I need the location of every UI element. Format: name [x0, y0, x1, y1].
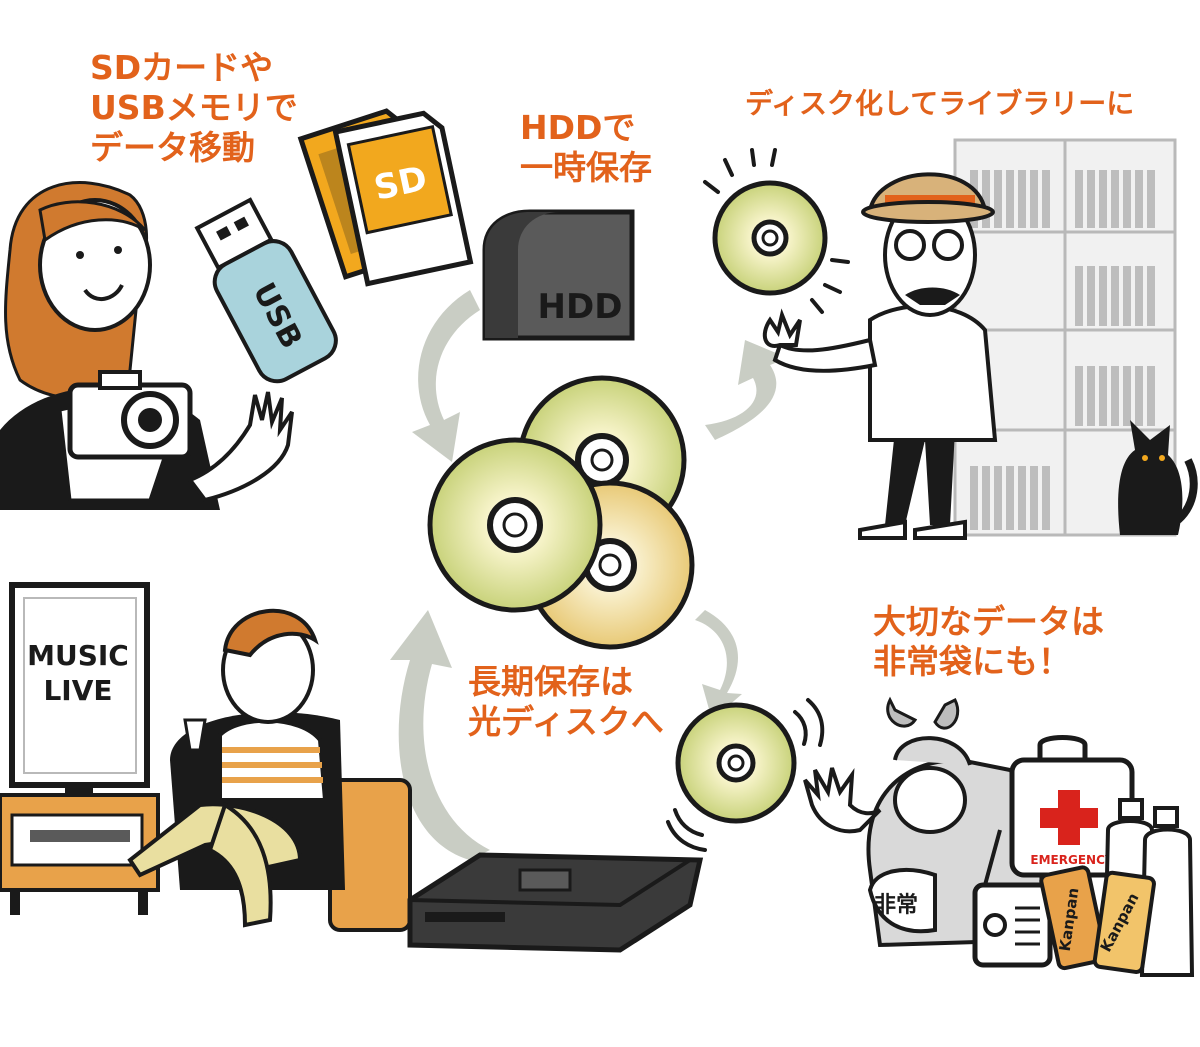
shirt [868, 304, 998, 442]
recorder-icon [407, 852, 704, 953]
optical-disc-icon [675, 702, 797, 824]
man-in-armchair [127, 608, 412, 932]
tv-stand [0, 793, 160, 915]
kit-label: EMERGENCY [1030, 853, 1113, 867]
caption-line: 光ディスクへ [468, 702, 664, 741]
caption-line: USBメモリで [90, 88, 298, 127]
optical-disc-icon [712, 180, 828, 296]
caption-library: ディスク化してライブラリーに [745, 84, 1134, 124]
usb-stick-icon: USB [194, 197, 338, 384]
arrow-hdd-to-discs [412, 290, 480, 462]
cat-icon [1118, 420, 1198, 535]
caption-line: 大切なデータは [873, 602, 1104, 641]
arrow-recorder-to-discs [390, 610, 490, 860]
optical-disc-icon [427, 437, 603, 613]
tv-icon: MUSIC LIVE [9, 582, 150, 797]
flow-arrows [390, 290, 788, 860]
camera-icon [67, 370, 193, 460]
hdd-label: HDD [538, 287, 623, 327]
caption-line: SDカードや [90, 48, 274, 87]
radio-icon [972, 829, 1053, 968]
hdd-icon: HDD [482, 209, 635, 341]
caption-longterm: 長期保存は 光ディスクへ [468, 662, 664, 742]
caption-emergency: 大切なデータは 非常袋にも！ [873, 602, 1104, 682]
bag-tag: 非常 [874, 892, 918, 918]
caption-line: 一時保存 [520, 148, 652, 187]
motion-lines [703, 148, 850, 314]
face [38, 198, 152, 332]
hair [222, 608, 319, 658]
man-with-hat [762, 172, 998, 540]
first-aid-kit-icon: EMERGENCY [1009, 735, 1135, 878]
caption-line: ディスク化してライブラリーに [745, 87, 1135, 120]
sd-card-icon: SD [297, 108, 474, 287]
central-discs [427, 375, 695, 650]
open-hand [762, 308, 802, 348]
caption-sd-usb: SDカードや USBメモリで データ移動 [90, 48, 298, 168]
legs [885, 430, 955, 525]
tv-line2: LIVE [43, 674, 112, 707]
woman-with-camera [0, 181, 294, 510]
caption-line: 長期保存は [468, 662, 633, 701]
kanpan-cans: Kanpan Kanpan [1039, 865, 1156, 974]
caption-line: HDDで [520, 108, 636, 147]
waving-hand [803, 767, 882, 834]
caption-line: データ移動 [90, 128, 255, 167]
striped-shirt [218, 718, 328, 802]
raised-hand [186, 391, 294, 503]
arrow-discs-to-emergency [695, 610, 742, 720]
tv-line1: MUSIC [27, 639, 129, 672]
motion-lines [666, 698, 825, 852]
caption-hdd: HDDで 一時保存 [520, 108, 652, 188]
caption-line: 非常袋にも！ [873, 642, 1071, 681]
arrow-discs-to-library [705, 340, 788, 440]
